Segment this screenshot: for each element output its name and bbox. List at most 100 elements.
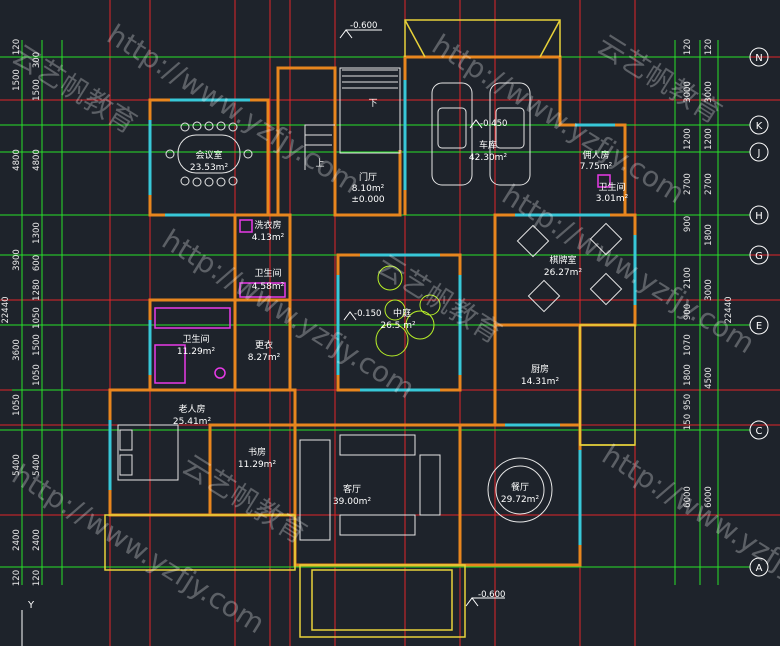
- axis-bubble-G: G: [749, 245, 769, 265]
- svg-text:2400: 2400: [32, 529, 42, 551]
- svg-text:H: H: [755, 211, 763, 222]
- svg-text:900: 900: [683, 216, 693, 232]
- axis-bubble-N: N: [749, 47, 769, 67]
- room-name-dining: 餐厅: [511, 481, 529, 493]
- room-level-foyer: ±0.000: [351, 195, 385, 205]
- windows: [108, 80, 637, 545]
- dimension-lines-left: [12, 40, 70, 585]
- room-name-garage: 车库: [479, 139, 497, 151]
- svg-text:2700: 2700: [704, 173, 714, 195]
- svg-text:http://www.yzfjy.com: http://www.yzfjy.com: [496, 178, 760, 360]
- room-area-dressing: 8.27m²: [248, 353, 281, 363]
- svg-text:1200: 1200: [704, 128, 714, 150]
- stair-icon: [304, 67, 401, 170]
- svg-text:5400: 5400: [12, 454, 22, 476]
- axis-bubble-C: C: [749, 420, 769, 440]
- svg-text:6000: 6000: [704, 486, 714, 508]
- svg-text:-0.150: -0.150: [354, 309, 381, 319]
- room-name-living: 客厅: [343, 483, 361, 495]
- room-area-dining: 29.72m²: [501, 495, 540, 505]
- svg-text:900: 900: [683, 304, 693, 320]
- svg-text:600: 600: [32, 255, 42, 271]
- axis-bubble-A: A: [749, 557, 769, 577]
- room-name-meeting: 会议室: [195, 149, 222, 161]
- room-area-mahjong: 26.27m²: [544, 268, 583, 278]
- svg-text:1800: 1800: [683, 364, 693, 386]
- room-name-kitchen: 厨房: [531, 363, 549, 375]
- svg-text:1800: 1800: [704, 224, 714, 246]
- room-name-elderly: 老人房: [178, 403, 205, 415]
- svg-text:1500: 1500: [12, 69, 22, 91]
- axis-bubble-K: K: [749, 115, 769, 135]
- room-name-mahjong: 棋牌室: [549, 254, 576, 266]
- axis-bubble-H: H: [749, 205, 769, 225]
- svg-text:150: 150: [683, 414, 693, 430]
- svg-text:4500: 4500: [704, 367, 714, 389]
- bed-icon: [117, 424, 179, 481]
- svg-text:3000: 3000: [704, 279, 714, 301]
- room-area-servant: 7.75m²: [580, 162, 613, 172]
- room-area-study: 11.29m²: [238, 460, 277, 470]
- room-area-bath-master: 11.29m²: [177, 347, 216, 357]
- room-name-atrium: 中庭: [393, 307, 411, 319]
- svg-text:1500: 1500: [32, 334, 42, 356]
- room-area-atrium: 26.5 m²: [380, 321, 416, 331]
- svg-text:120: 120: [12, 570, 22, 586]
- svg-text:1050: 1050: [32, 364, 42, 386]
- room-name-bath-master: 卫生间: [182, 333, 209, 345]
- svg-text:2700: 2700: [683, 173, 693, 195]
- room-name-servant: 佣人房: [582, 149, 609, 161]
- level-mark-top: -0.600: [339, 21, 382, 39]
- axis-bubble-J: J: [749, 142, 769, 162]
- svg-text:4800: 4800: [12, 149, 22, 171]
- bathroom-fixtures: [154, 174, 611, 384]
- room-area-kitchen: 14.31m²: [521, 377, 560, 387]
- room-name-foyer: 门厅: [359, 171, 377, 183]
- conference-table-icon: [165, 121, 253, 187]
- svg-text:4800: 4800: [32, 149, 42, 171]
- svg-text:950: 950: [683, 394, 693, 410]
- level-mark-bottom: -0.600: [465, 590, 505, 607]
- mahjong-table-icon: [516, 222, 623, 313]
- room-area-laundry: 4.13m²: [252, 233, 285, 243]
- room-area-bath-small: 4.58m²: [252, 282, 285, 292]
- svg-text:1070: 1070: [683, 334, 693, 356]
- room-area-living: 39.00m²: [333, 497, 372, 507]
- room-area-elderly: 25.41m²: [173, 417, 212, 427]
- svg-text:-0.450: -0.450: [480, 119, 507, 129]
- level-mark-atrium: -0.150: [343, 309, 381, 321]
- svg-text:1300: 1300: [32, 222, 42, 244]
- svg-text:J: J: [757, 148, 761, 159]
- svg-text:http://www.yzfjy.com: http://www.yzfjy.com: [596, 438, 780, 620]
- room-name-study: 书房: [248, 446, 266, 458]
- svg-text:3000: 3000: [704, 81, 714, 103]
- room-area-garage: 42.30m²: [469, 153, 508, 163]
- svg-text:1200: 1200: [683, 128, 693, 150]
- svg-text:120: 120: [683, 39, 693, 55]
- svg-text:120: 120: [32, 570, 42, 586]
- room-name-bath-servant: 卫生间: [598, 181, 625, 193]
- coordinate-axis-icon: Y: [21, 600, 35, 646]
- axis-bubble-E: E: [749, 315, 769, 335]
- svg-text:120: 120: [704, 39, 714, 55]
- svg-text:N: N: [755, 53, 762, 64]
- dimension-text-left: 120 1500 4800 3900 3600 1050 5400 2400 1…: [1, 39, 42, 586]
- axis-bubbles: N K J H G E C A: [749, 47, 769, 577]
- svg-text:3600: 3600: [12, 339, 22, 361]
- svg-text:E: E: [756, 321, 762, 332]
- svg-text:A: A: [756, 563, 763, 574]
- sofa-icon: [299, 434, 441, 541]
- dimension-lines-right: [674, 40, 719, 585]
- room-name-laundry: 洗衣房: [254, 219, 281, 231]
- svg-text:-0.600: -0.600: [350, 21, 377, 31]
- svg-text:G: G: [755, 251, 763, 262]
- room-labels: 会议室 23.53m² 门厅 8.10m² ±0.000 车库 42.30m² …: [173, 139, 629, 507]
- room-area-meeting: 23.53m²: [190, 163, 229, 173]
- svg-text:1050: 1050: [32, 307, 42, 329]
- svg-text:300: 300: [32, 52, 42, 68]
- room-name-dressing: 更衣: [255, 339, 273, 351]
- dimension-text-right: 120 3000 1200 2700 900 2100 900 1070 180…: [683, 39, 734, 508]
- outer-walls: [104, 19, 636, 638]
- room-name-bath-small: 卫生间: [254, 267, 281, 279]
- svg-text:1280: 1280: [32, 279, 42, 301]
